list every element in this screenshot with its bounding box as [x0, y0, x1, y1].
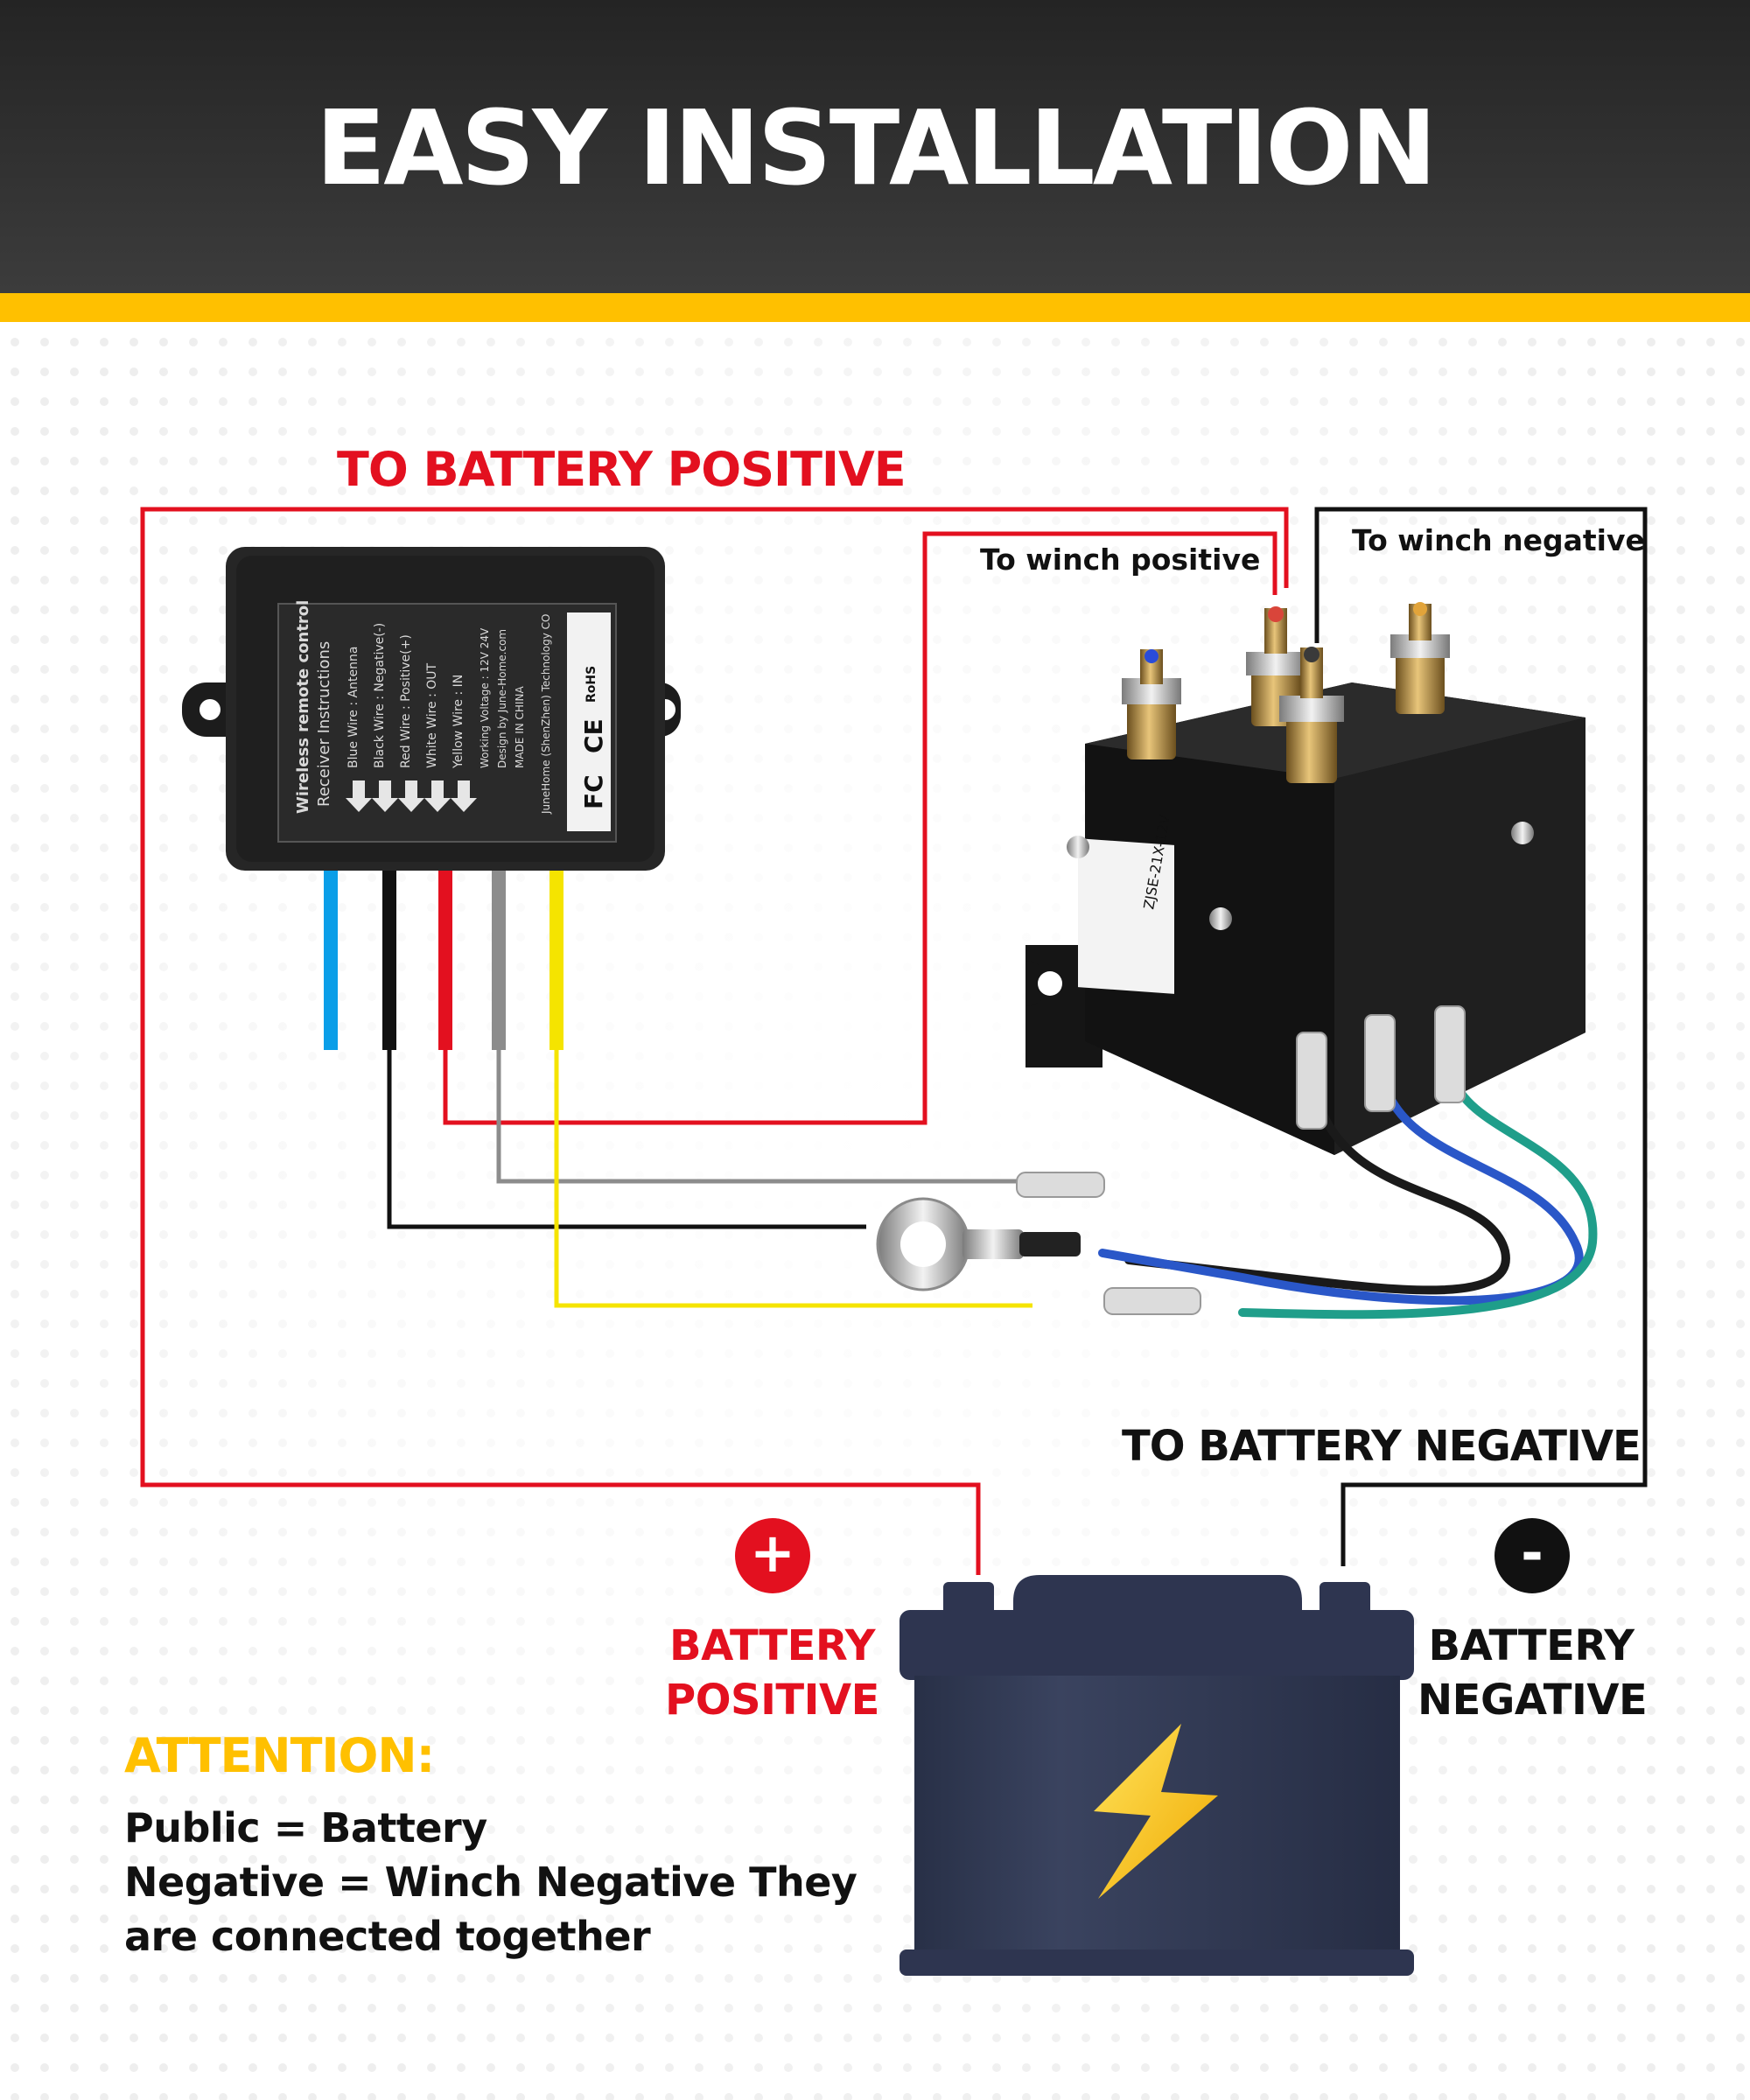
ce-mark: CE	[579, 718, 608, 753]
grey-wire-stub	[492, 871, 506, 1050]
receiver-line-2: Receiver Instructions	[315, 641, 333, 807]
terminal-post-winch-negative	[1279, 647, 1344, 783]
label-to-winch-negative: To winch negative	[1352, 523, 1645, 557]
label-to-battery-negative: TO BATTERY NEGATIVE	[1122, 1422, 1642, 1471]
battery-negative-label: BATTERY NEGATIVE	[1418, 1619, 1648, 1727]
receiver-line-10: MADE IN CHINA	[514, 686, 526, 768]
receiver-arrows	[346, 780, 477, 812]
battery-negative-label-line2: NEGATIVE	[1418, 1676, 1648, 1725]
solenoid-leads	[1098, 1072, 1598, 1320]
battery-positive-label-line2: POSITIVE	[665, 1676, 879, 1725]
yellow-in-wire	[554, 1015, 1032, 1308]
certification-label	[567, 612, 611, 831]
positive-symbol: +	[750, 1521, 795, 1585]
battery-negative-label-line1: BATTERY	[1428, 1621, 1634, 1670]
positive-symbol-icon: +	[735, 1518, 810, 1593]
wireless-receiver-box	[182, 547, 681, 871]
attention-line-2: Negative = Winch Negative They	[124, 1858, 858, 1906]
attention-text: Public = Battery Negative = Winch Negati…	[124, 1801, 877, 1964]
receiver-line-4: Black Wire : Negative(-)	[373, 623, 387, 768]
negative-symbol: -	[1521, 1521, 1544, 1585]
winch-solenoid	[1026, 682, 1586, 1155]
header-accent-stripe	[0, 293, 1750, 322]
receiver-line-11: JuneHome (ShenZhen) Technology CO	[540, 614, 552, 815]
red-wire-stub	[438, 871, 452, 1050]
attention-title: ATTENTION:	[124, 1728, 435, 1783]
battery-positive-label: BATTERY POSITIVE	[665, 1619, 879, 1727]
terminal-post-left	[1122, 649, 1181, 760]
page-title: EASY INSTALLATION	[315, 88, 1438, 208]
ring-terminal	[876, 1197, 1081, 1292]
yellow-wire-stub	[550, 871, 564, 1050]
receiver-line-8: Working Voltage : 12V 24V	[479, 627, 491, 768]
red-battery-positive-wire	[140, 507, 1289, 1575]
receiver-line-6: White Wire : OUT	[425, 662, 439, 768]
grey-out-wire	[496, 1015, 1054, 1184]
receiver-line-1: Wireless remote control	[294, 600, 312, 814]
red-receiver-to-winch-wire	[443, 531, 1278, 1125]
battery-positive-label-line1: BATTERY	[669, 1621, 875, 1670]
negative-symbol-icon: -	[1494, 1518, 1570, 1593]
lightning-bolt-icon	[1094, 1724, 1218, 1899]
receiver-line-5: Red Wire : Positive(+)	[399, 634, 413, 768]
attention-line-1: Public = Battery	[124, 1804, 487, 1852]
attention-line-3: are connected together	[124, 1913, 651, 1960]
battery	[900, 1575, 1414, 1976]
black-battery-negative-wire	[1314, 507, 1648, 1566]
black-wire-stub	[382, 871, 396, 1050]
terminal-post-winch-positive	[1246, 606, 1306, 726]
black-negative-wire	[387, 1015, 866, 1229]
blue-wire-stub	[324, 871, 338, 1050]
terminal-post-right	[1390, 602, 1450, 714]
label-to-battery-positive: TO BATTERY POSITIVE	[337, 442, 906, 497]
fc-mark: FC	[579, 774, 608, 809]
label-to-winch-positive: To winch positive	[980, 542, 1261, 577]
lead-connectors	[1016, 1005, 1466, 1315]
receiver-line-3: Blue Wire : Antenna	[346, 647, 360, 768]
receiver-line-7: Yellow Wire : IN	[452, 675, 466, 769]
rohs-mark: RoHS	[584, 666, 598, 703]
header-bar	[0, 0, 1750, 293]
receiver-line-9: Design by June-Home.com	[496, 629, 508, 768]
